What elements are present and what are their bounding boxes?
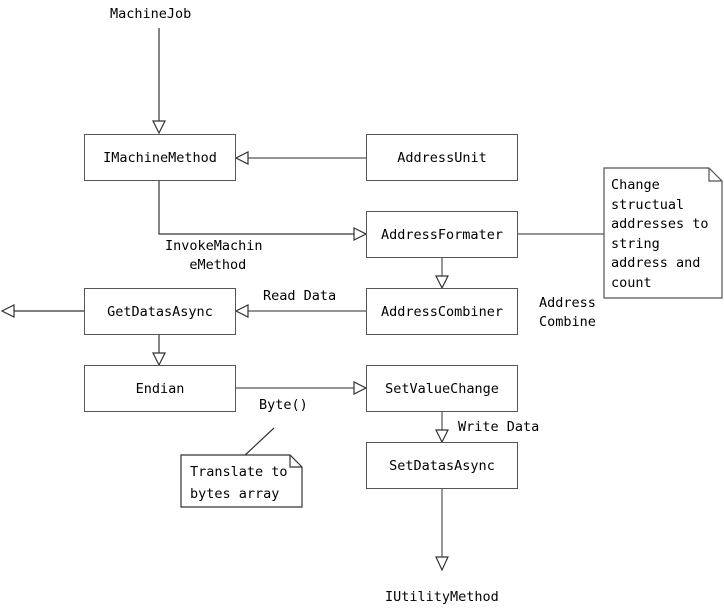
- node-setvaluechange-label: SetValueChange: [385, 380, 499, 397]
- edge-addressformater-to-addresscombiner: [435, 257, 449, 290]
- node-endian-label: Endian: [135, 380, 185, 397]
- edge-setvaluechange-to-setdatasasync: [435, 411, 449, 444]
- node-addressunit-label: AddressUnit: [397, 149, 487, 166]
- address-note-text: Change structual addresses to string add…: [611, 177, 709, 291]
- node-addressformater-label: AddressFormater: [381, 226, 503, 243]
- edge-getdatasasync-to-endian: [152, 335, 166, 367]
- edge-endian-to-setvaluechange: [235, 381, 368, 395]
- edge-getdatasasync-to-left: [0, 304, 84, 318]
- bytes-note-text: Translate to bytes array: [190, 464, 288, 502]
- node-getdatasasync[interactable]: GetDatasAsync: [84, 288, 236, 335]
- node-addressunit[interactable]: AddressUnit: [366, 134, 518, 181]
- edge-label-write-data: Write Data: [458, 419, 540, 435]
- edge-setdatasasync-to-iutilitymethod: [435, 488, 449, 572]
- node-setdatasasync-label: SetDatasAsync: [389, 457, 495, 474]
- edge-label-byte: Byte(): [259, 397, 308, 413]
- bytes-note-shape: [180, 454, 303, 508]
- iutilitymethod-label: IUtilityMethod: [385, 589, 499, 605]
- node-imachinemethod[interactable]: IMachineMethod: [84, 134, 236, 181]
- node-setdatasasync[interactable]: SetDatasAsync: [366, 442, 518, 489]
- edge-label-invoke-machine-method: InvokeMachin eMethod: [165, 238, 263, 273]
- machinejob-label: MachineJob: [110, 6, 192, 22]
- node-addressformater[interactable]: AddressFormater: [366, 211, 518, 258]
- node-imachinemethod-label: IMachineMethod: [103, 149, 217, 166]
- edge-addressunit-to-imachinemethod: [234, 151, 366, 165]
- edge-imachinemethod-to-addressformater: [158, 181, 368, 241]
- node-endian[interactable]: Endian: [84, 365, 236, 412]
- node-addresscombiner[interactable]: AddressCombiner: [366, 288, 518, 335]
- node-addresscombiner-label: AddressCombiner: [381, 303, 503, 320]
- address-note-shape: [603, 167, 723, 299]
- edge-addresscombiner-to-getdatasasync: [234, 304, 366, 318]
- node-getdatasasync-label: GetDatasAsync: [107, 303, 213, 320]
- leader-line-bytes-note: [242, 427, 275, 458]
- edge-label-read-data: Read Data: [263, 288, 337, 304]
- edge-machinejob-to-imachinemethod: [152, 28, 166, 135]
- edge-label-address-combine: Address Combine: [539, 295, 596, 330]
- node-setvaluechange[interactable]: SetValueChange: [366, 365, 518, 412]
